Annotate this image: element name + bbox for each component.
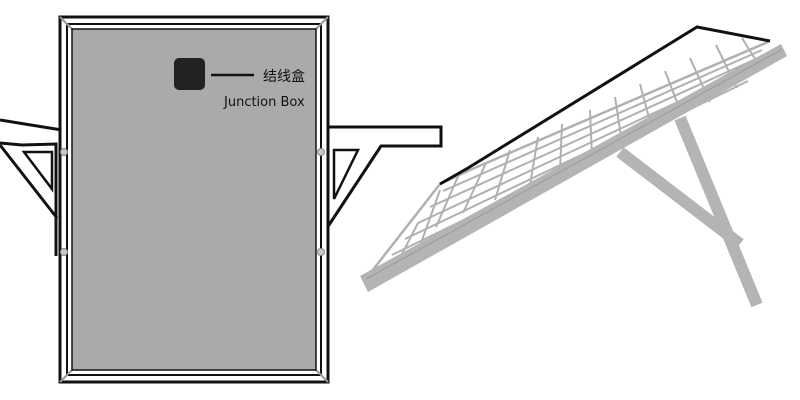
panel-bottom-rail — [360, 44, 787, 292]
perspective-view — [360, 25, 787, 308]
left-bracket-gusset — [21, 150, 54, 193]
rail-edge-line — [365, 49, 782, 280]
panel-top-edge — [439, 25, 771, 186]
front-view: 结线盒 Junction Box — [0, 15, 443, 384]
left-bracket-arm-bottom — [0, 141, 58, 256]
rear-leg — [674, 115, 763, 308]
left-bracket-diagonal — [0, 144, 59, 219]
brace-leg — [616, 147, 744, 249]
left-bracket-arm-top — [0, 118, 69, 133]
bolt-icon — [60, 248, 68, 256]
right-bracket-gusset — [332, 148, 361, 200]
junction-box — [174, 58, 205, 90]
support-legs — [616, 115, 763, 308]
junction-box-label-cn: 结线盒 — [263, 68, 305, 85]
bolt-icon — [317, 148, 325, 156]
bolt-icon — [317, 248, 325, 256]
frame-corner-lines — [59, 16, 329, 383]
junction-box-label-en: Junction Box — [223, 95, 305, 110]
bolt-icon — [60, 148, 68, 156]
left-mounting-bracket — [0, 118, 69, 256]
